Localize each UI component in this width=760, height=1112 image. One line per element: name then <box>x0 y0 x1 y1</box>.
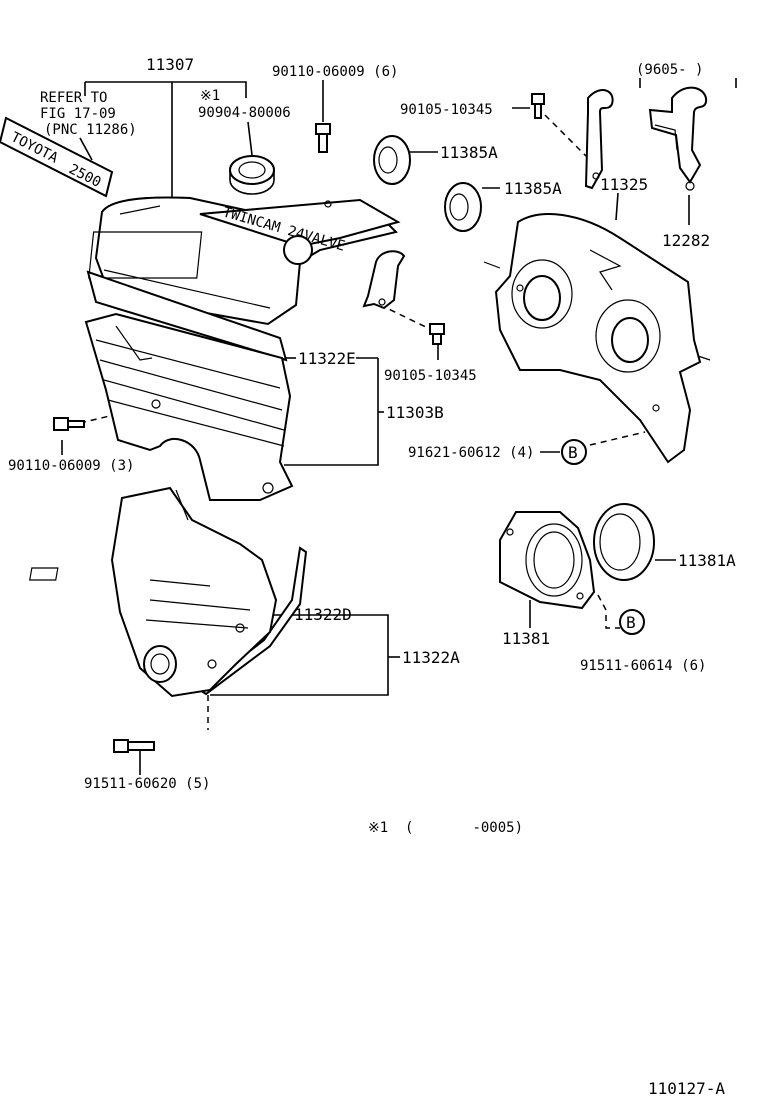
seal-11385a-2 <box>444 182 482 232</box>
oil-seal-retainer <box>499 511 596 610</box>
clip-mid <box>362 250 406 310</box>
label-11322d: 11322D <box>294 605 352 624</box>
bolt-90105-mid <box>429 323 445 345</box>
label-91511-left: 91511-60620 (5) <box>84 776 210 792</box>
label-11381: 11381 <box>502 629 550 648</box>
bolt-91511-left <box>113 739 155 753</box>
label-11307: 11307 <box>146 55 194 74</box>
rear-timing-plate <box>483 213 711 464</box>
bolt-90110-left <box>53 417 85 431</box>
circle-b-lower-text: B <box>626 613 636 632</box>
circle-b-upper-text: B <box>568 443 578 462</box>
label-refer-line1: REFER TO <box>40 90 107 106</box>
seal-11385a-1 <box>373 135 411 185</box>
part-labels: 11307 REFER TO FIG 17-09 (PNC 11286) ※1 … <box>8 55 736 1098</box>
upper-timing-cover: TWINCAM 24VALVE <box>88 196 401 326</box>
oil-seal-top <box>229 155 275 195</box>
label-11385a-2: 11385A <box>504 179 562 198</box>
label-90105-top: 90105-10345 <box>400 102 493 118</box>
label-date-range: (9605- ) <box>636 62 703 78</box>
circle-b-lower: B <box>619 609 645 635</box>
label-11322a: 11322A <box>402 648 460 667</box>
label-90110-top: 90110-06009 (6) <box>272 64 398 80</box>
label-91511-right: 91511-60614 (6) <box>580 658 706 674</box>
label-refer-line2: FIG 17-09 <box>40 106 116 122</box>
label-figure-id: 110127-A <box>648 1079 725 1098</box>
label-11385a-1: 11385A <box>440 143 498 162</box>
label-90110-left: 90110-06009 (3) <box>8 458 134 474</box>
label-11381a: 11381A <box>678 551 736 570</box>
oil-seal-11381a <box>593 503 655 581</box>
bracket-12282 <box>648 86 708 191</box>
label-11322e: 11322E <box>298 349 356 368</box>
label-12282: 12282 <box>662 231 710 250</box>
circle-b-upper: B <box>561 439 587 465</box>
label-90904: 90904-80006 <box>198 105 291 121</box>
label-footnote: ※1 ( -0005) <box>368 820 523 836</box>
bolt-90110-top <box>315 123 331 153</box>
gasket-11322e <box>86 270 288 362</box>
bolt-90105-top <box>531 93 545 119</box>
leader-lines <box>61 78 737 775</box>
gasket-11322d <box>198 546 308 696</box>
lower-timing-cover <box>29 486 278 698</box>
label-90105-mid: 90105-10345 <box>384 368 477 384</box>
bracket-top <box>584 89 614 190</box>
label-91621: 91621-60612 (4) <box>408 445 534 461</box>
label-note-mark: ※1 <box>200 88 220 104</box>
label-11325: 11325 <box>600 175 648 194</box>
label-11303b: 11303B <box>386 403 444 422</box>
middle-timing-cover <box>84 312 294 501</box>
label-refer-line3: (PNC 11286) <box>44 122 137 138</box>
